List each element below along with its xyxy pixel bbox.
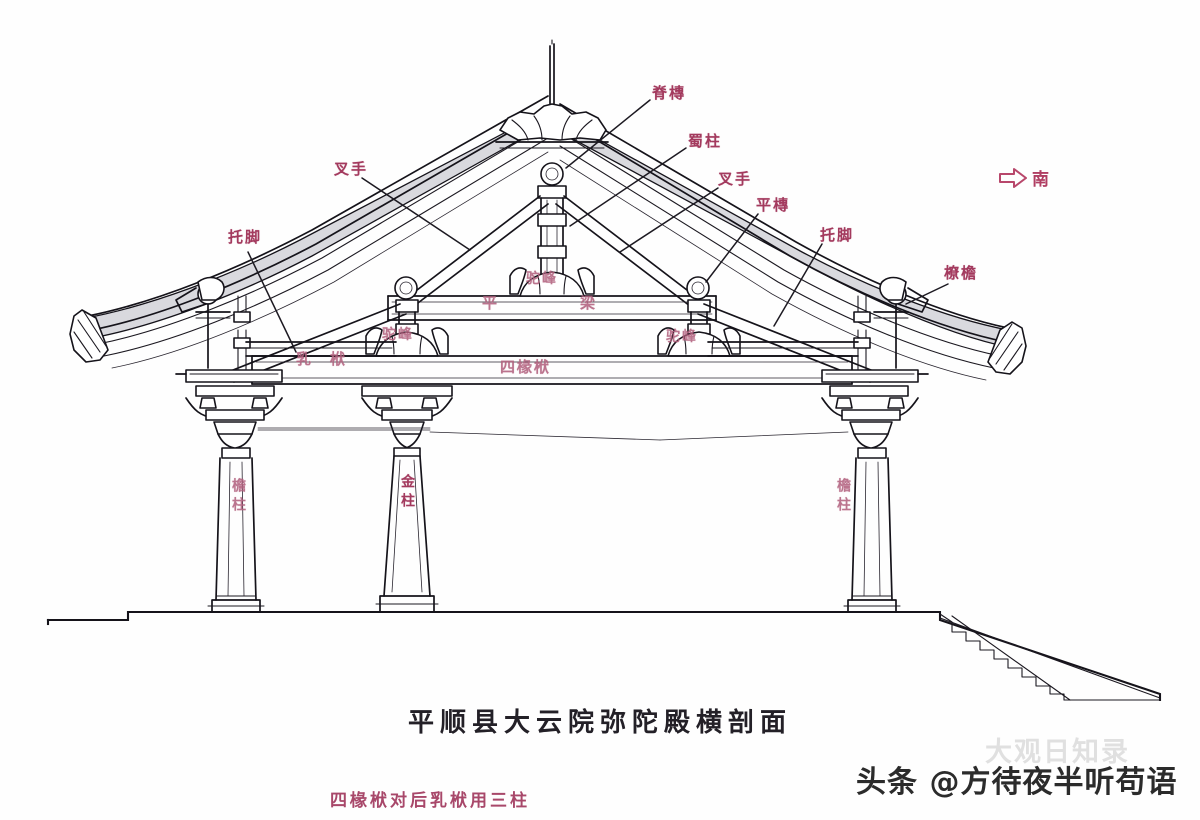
right-bracket-set xyxy=(821,276,929,459)
roof-right-slope xyxy=(559,103,1027,381)
ridge-purlin-assembly xyxy=(537,162,567,277)
roof-left-slope xyxy=(69,95,549,369)
flat-beam xyxy=(387,295,717,321)
label-strut-right: 叉手 xyxy=(718,170,753,188)
two-rafter-beam-right xyxy=(707,341,859,357)
label-flat-beam-char2: 梁 xyxy=(580,294,596,312)
column-eave-right xyxy=(843,457,901,613)
label-eave-column-left: 檐柱 xyxy=(230,478,246,516)
left-post-assembly xyxy=(365,299,449,357)
ground-line xyxy=(46,610,1162,702)
label-two-rafter-beam-char1: 乳 xyxy=(296,350,312,368)
label-ridge-purlin: 脊槫 xyxy=(652,84,687,102)
label-eave-column-right: 檐柱 xyxy=(835,478,851,516)
braces-tuojiao xyxy=(227,303,877,383)
label-camel-hump-left: 驼峰 xyxy=(382,327,414,343)
leader-lines xyxy=(247,99,949,353)
label-camel-hump-right: 驼峰 xyxy=(666,329,698,345)
camel-hump-center xyxy=(509,267,595,297)
label-brace-right: 托脚 xyxy=(820,226,855,244)
two-rafter-beam-left xyxy=(245,341,397,357)
center-column-bracket xyxy=(361,385,453,457)
figure-caption: 平顺县大云院弥陀殿横剖面 xyxy=(407,708,792,738)
label-strut-left: 叉手 xyxy=(334,160,369,178)
column-eave-left xyxy=(207,457,265,613)
figure-subcaption: 四椽栿对后乳栿用三柱 xyxy=(330,791,530,811)
ridge-finial xyxy=(495,39,609,149)
intermediate-purlins xyxy=(394,276,710,300)
label-inner-column: 金柱 xyxy=(399,474,415,512)
label-brace-left: 托脚 xyxy=(228,228,263,246)
interior-ceiling-lines xyxy=(257,427,849,441)
label-eave-purlin: 橑檐 xyxy=(944,264,979,282)
label-king-post: 蜀柱 xyxy=(688,132,723,150)
label-intermediate-purlin: 平槫 xyxy=(756,196,791,214)
compass-direction-label: 南 xyxy=(1032,170,1049,190)
label-flat-beam-char1: 平 xyxy=(482,294,498,312)
compass-indicator: 南 xyxy=(998,165,1049,190)
arrow-right-icon xyxy=(999,167,1027,188)
column-inner xyxy=(375,455,439,613)
watermark-text: 头条 @方待夜半听苟语 xyxy=(856,765,1178,800)
label-camel-hump-center: 驼峰 xyxy=(526,271,558,287)
label-four-rafter-beam: 四椽栿 xyxy=(500,358,552,376)
stair-steps xyxy=(939,613,1161,701)
watermark-ghost-text: 大观日知录 xyxy=(985,737,1130,768)
label-two-rafter-beam-char2: 栿 xyxy=(330,350,346,368)
